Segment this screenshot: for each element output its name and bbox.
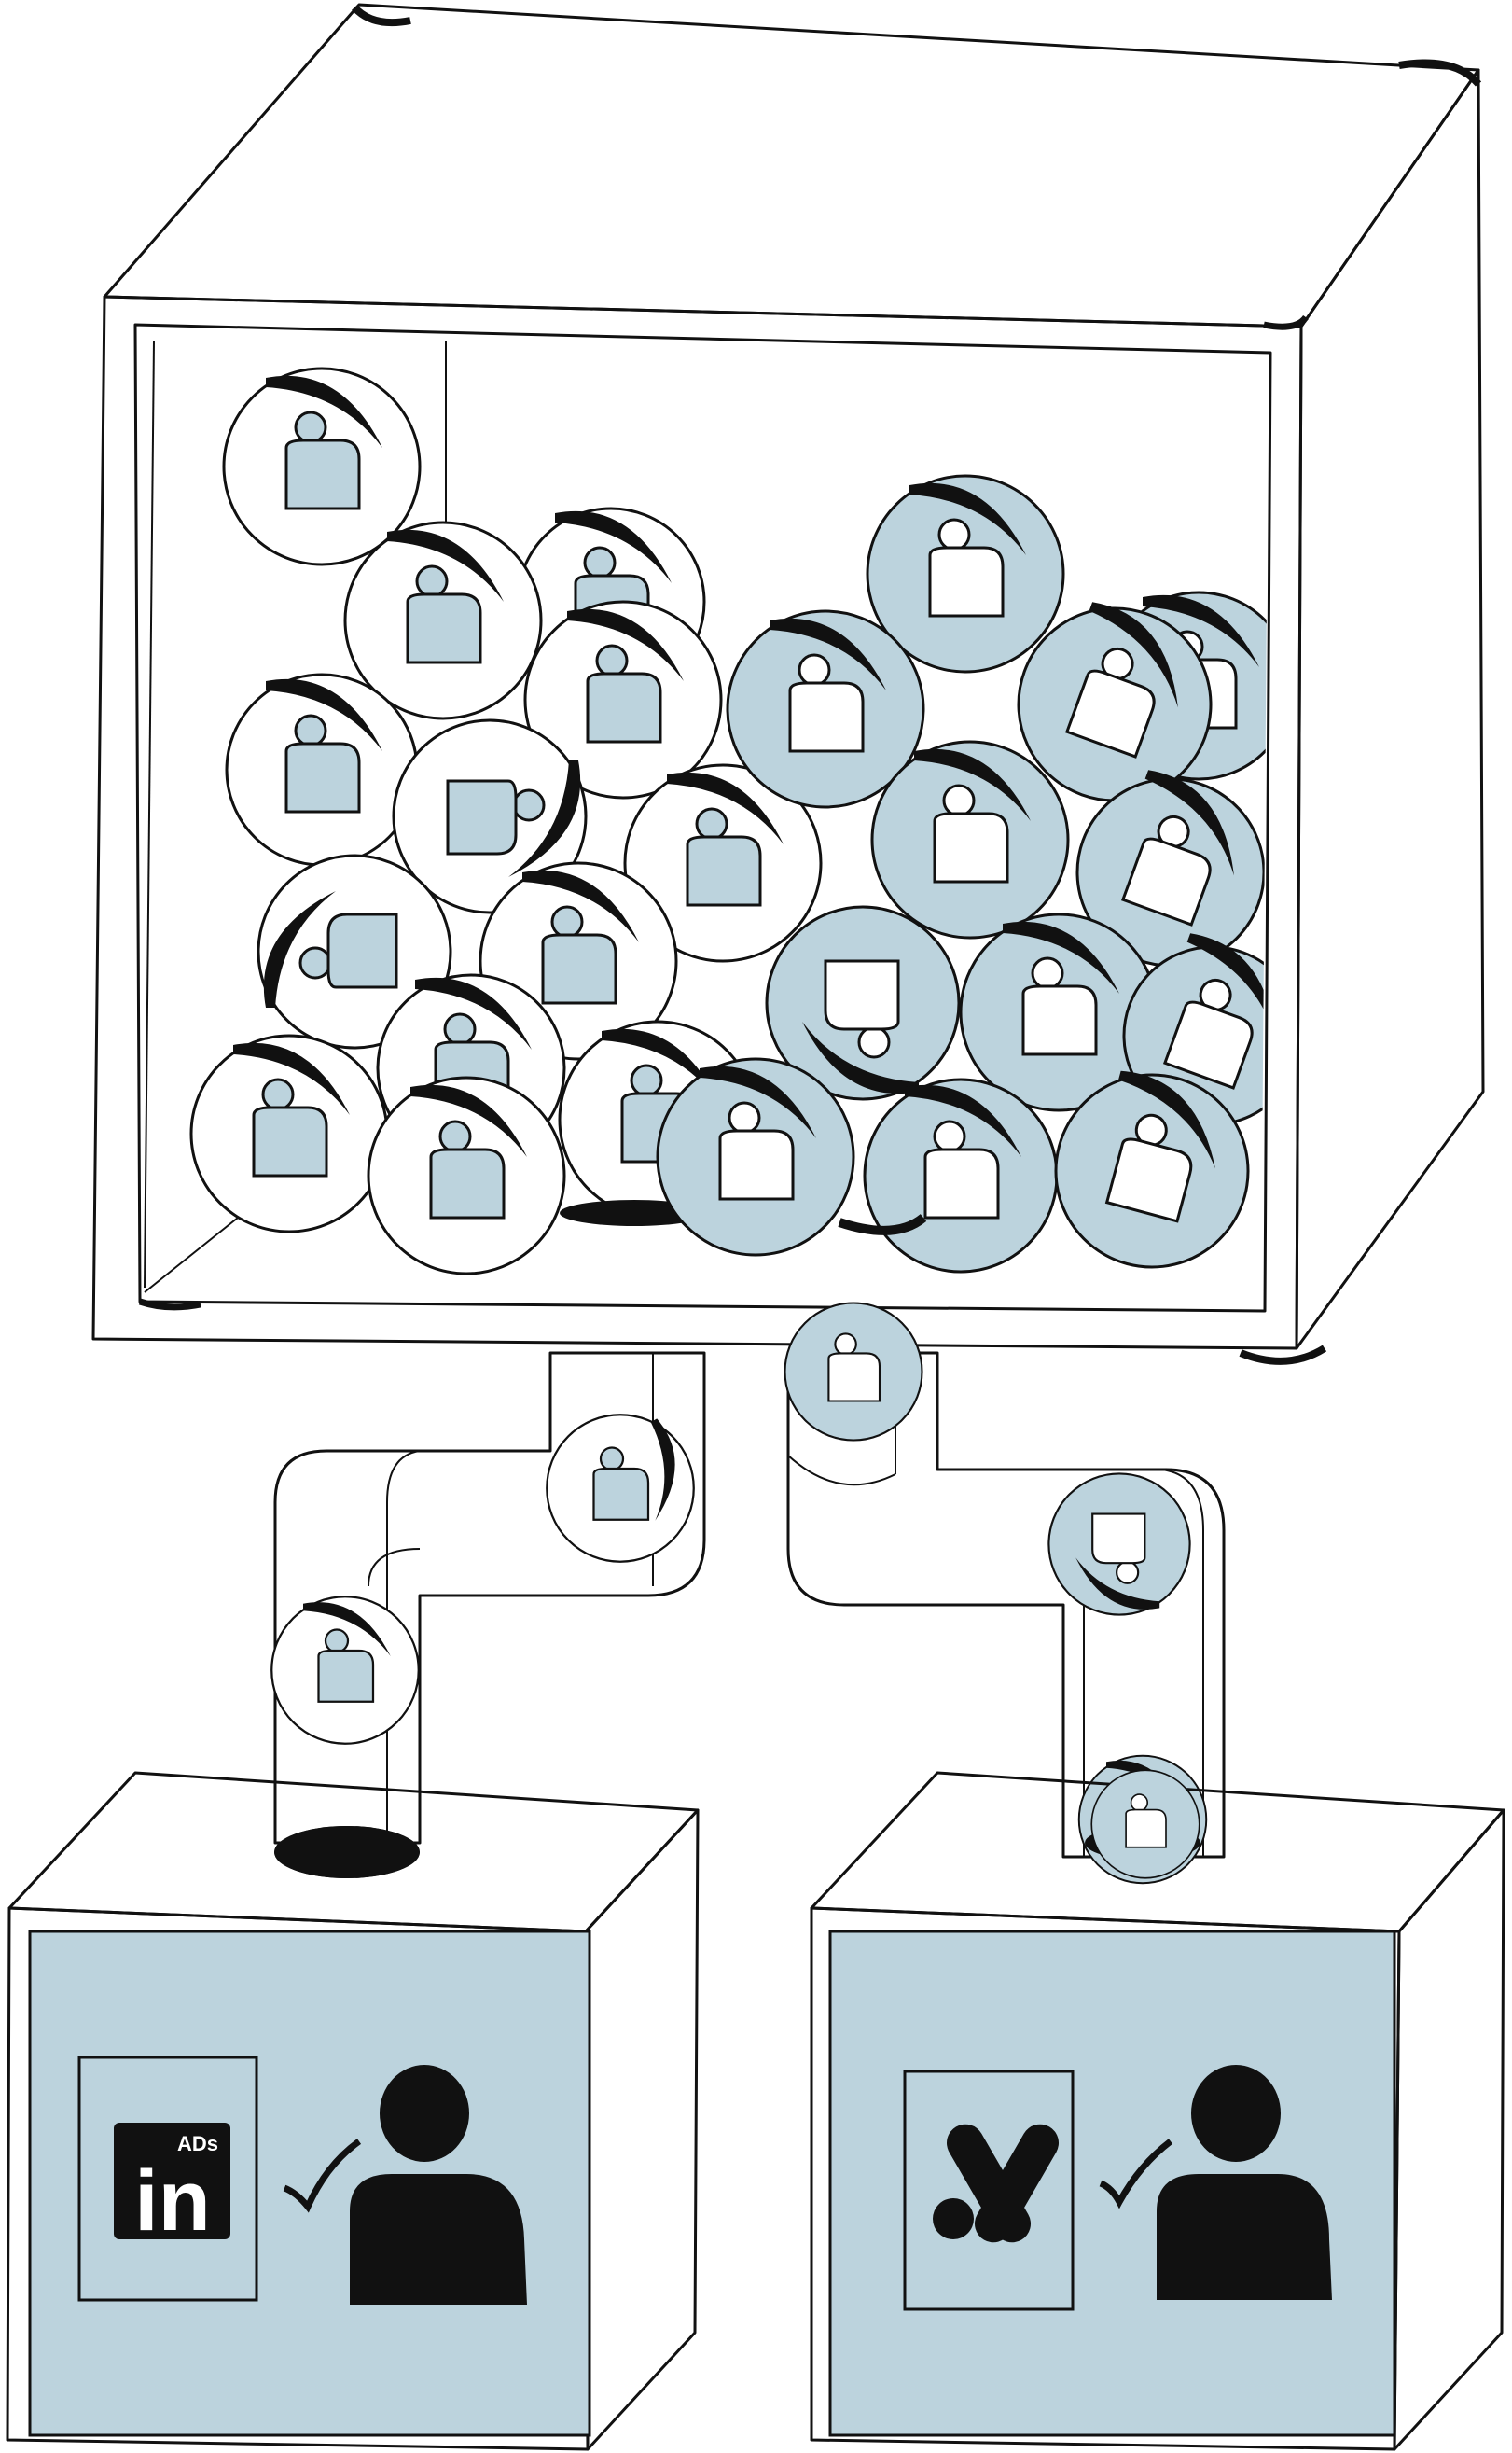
hopper-box xyxy=(91,3,1485,1365)
blue-ball xyxy=(1017,600,1213,802)
blue-ball xyxy=(1054,1068,1250,1269)
white-ball xyxy=(546,1414,702,1563)
linkedin-bin: ADs in xyxy=(6,1771,700,2451)
hopper-right-face xyxy=(1295,68,1485,1350)
linkedin-ads-label: ADs xyxy=(177,2132,218,2155)
hopper-front-frame xyxy=(91,295,1303,1350)
left-pipe xyxy=(270,1351,706,1878)
hopper-top-face xyxy=(103,3,1480,328)
blue-ball xyxy=(784,1302,923,1442)
checkmark-icon xyxy=(283,2139,362,2213)
person-silhouette-icon xyxy=(1157,2065,1332,2300)
blue-ball xyxy=(1047,1472,1191,1616)
blue-ball xyxy=(765,905,961,1101)
hopper-window-edge xyxy=(133,323,1272,1313)
white-ball xyxy=(270,1596,420,1745)
balls-group xyxy=(189,367,1269,1275)
white-ball xyxy=(523,600,723,800)
white-ball xyxy=(189,1034,389,1233)
white-ball xyxy=(367,1076,566,1275)
blue-ball xyxy=(866,474,1065,674)
linkedin-ads-logo: ADs in xyxy=(114,2123,230,2249)
linkedin-in-letters: in xyxy=(134,2153,211,2249)
person-silhouette-icon xyxy=(350,2065,527,2305)
google-ads-bin xyxy=(810,1769,1505,2451)
white-ball xyxy=(225,673,419,867)
blue-ball xyxy=(1090,1769,1200,1879)
white-ball xyxy=(343,521,543,720)
white-ball xyxy=(257,854,452,1050)
checkmark-icon xyxy=(1099,2139,1173,2209)
blue-ball xyxy=(863,1078,1059,1274)
white-ball xyxy=(623,763,823,963)
white-ball xyxy=(392,718,588,914)
blue-ball xyxy=(656,1057,855,1257)
blue-ball xyxy=(726,609,925,809)
white-ball xyxy=(222,367,422,566)
blue-ball xyxy=(870,740,1070,940)
google-ads-logo xyxy=(933,2124,1059,2243)
